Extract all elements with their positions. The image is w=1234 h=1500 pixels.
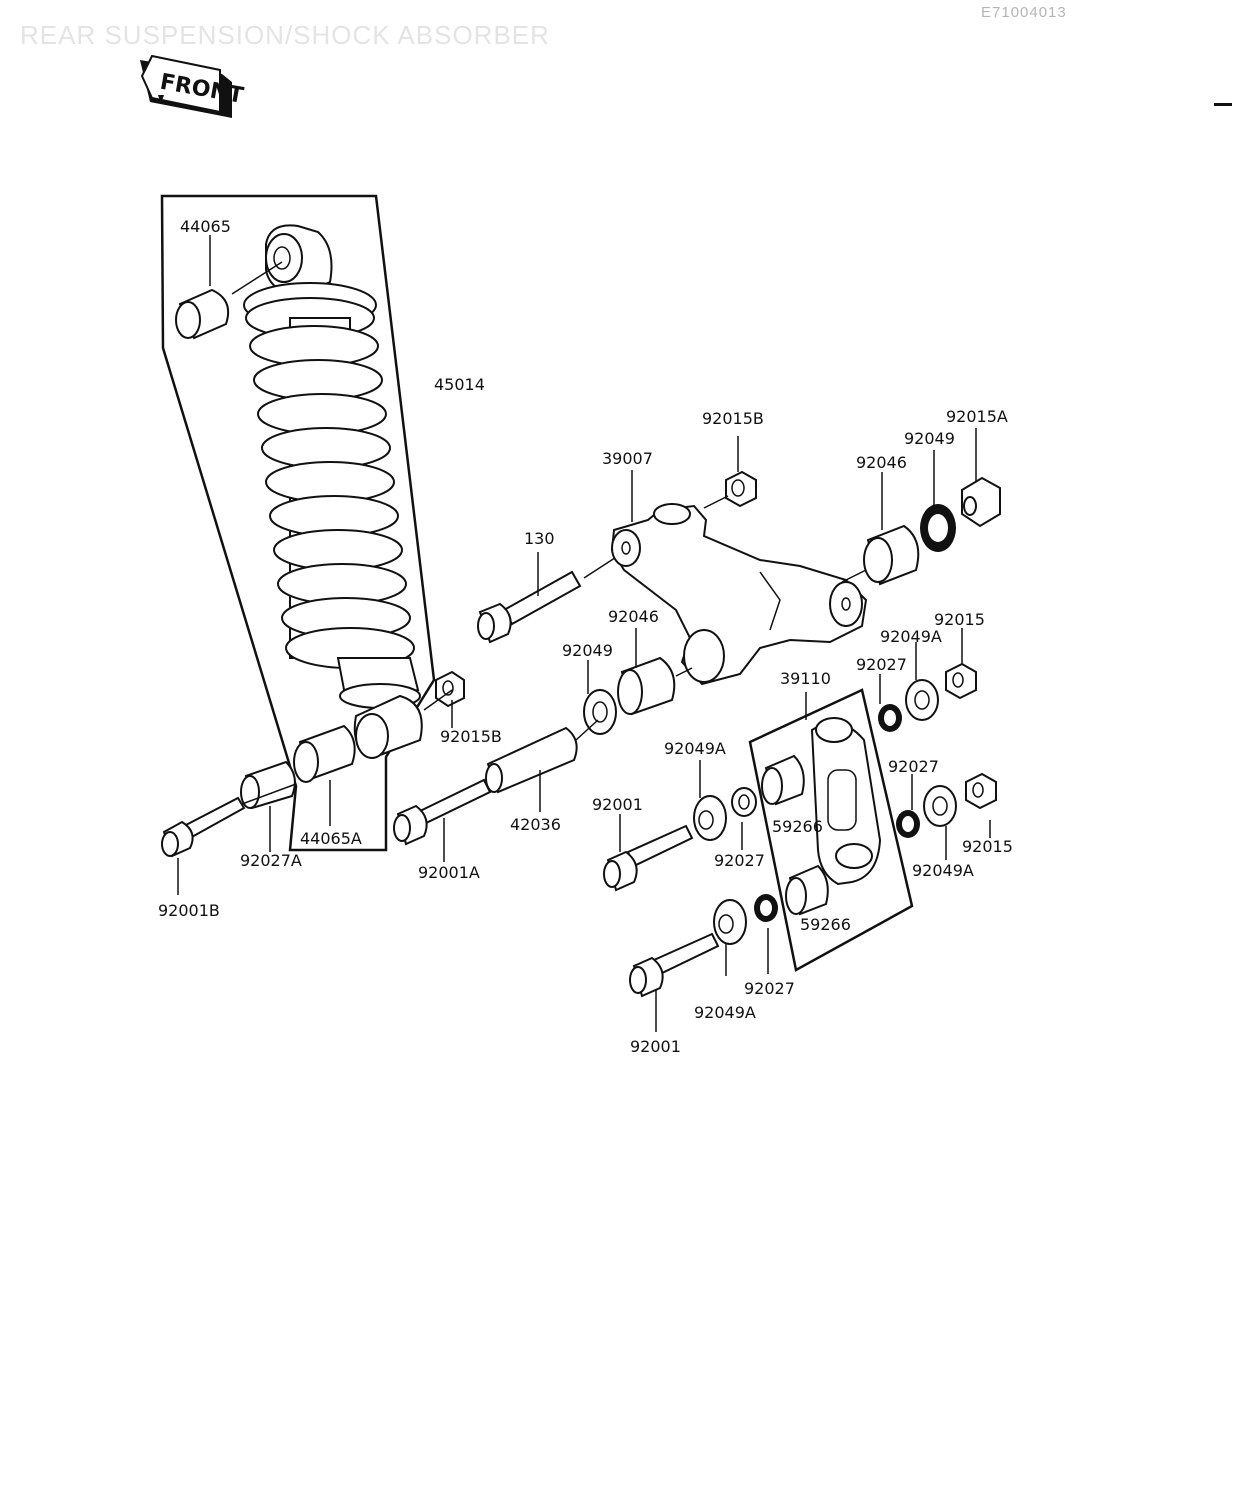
label-92027A: 92027A (240, 851, 302, 870)
seal-92049-mid (583, 660, 617, 735)
label-130: 130 (524, 529, 555, 548)
seal-92049A-r2 (923, 785, 957, 860)
label-92015B-top: 92015B (702, 409, 764, 428)
label-92046-mid: 92046 (608, 607, 659, 626)
spring-coils (249, 325, 415, 669)
label-92027-low: 92027 (744, 979, 795, 998)
collar-92027A (240, 760, 296, 810)
label-92049A-r1: 92049A (880, 627, 942, 646)
label-44065: 44065 (180, 217, 231, 236)
shock-group-outline (160, 194, 436, 852)
front-arrow-icon: FRONT (140, 54, 245, 118)
label-59266-a: 59266 (772, 817, 823, 836)
collar-92027-r2 (896, 774, 920, 838)
label-42036: 42036 (510, 815, 561, 834)
seal-92049-upper (920, 450, 956, 552)
label-92001B: 92001B (158, 901, 220, 920)
collar-92027-low (754, 894, 778, 974)
label-92049A-r2: 92049A (912, 861, 974, 880)
label-92027-r1: 92027 (856, 655, 907, 674)
label-39007: 39007 (602, 449, 653, 468)
label-92015-right: 92015 (934, 610, 985, 629)
seal-92049A-low (713, 899, 747, 976)
bolt-92001-mid (603, 814, 694, 892)
bushing-92046-upper (841, 472, 920, 586)
label-45014: 45014 (434, 375, 485, 394)
collar-42036 (485, 719, 599, 812)
label-92001A: 92001A (418, 863, 480, 882)
label-92049-mid: 92049 (562, 641, 613, 660)
label-92001-mid: 92001 (592, 795, 643, 814)
label-92015A: 92015A (946, 407, 1008, 426)
bushing-44065 (175, 235, 283, 340)
label-92001-low: 92001 (630, 1037, 681, 1056)
shock-absorber (243, 224, 423, 760)
collar-92027-mid (731, 787, 757, 850)
label-39110: 39110 (780, 669, 831, 688)
label-92049A-mid: 92049A (664, 739, 726, 758)
bushing-44065A (293, 724, 356, 783)
bolt-92001A (393, 778, 492, 862)
nut-92015B-top (703, 436, 757, 509)
nut-92015A (961, 428, 1001, 528)
seal-92049A-r1 (905, 642, 939, 721)
label-59266-b: 59266 (800, 915, 851, 934)
label-44065A: 44065A (300, 829, 362, 848)
label-92015-r2: 92015 (962, 837, 1013, 856)
bolt-92001B (161, 796, 246, 895)
nut-92015-r2 (965, 772, 997, 838)
rocker-arm-39007 (610, 470, 868, 686)
diagram-code: E71004013 (981, 4, 1067, 21)
collar-92027-r1 (878, 674, 902, 732)
bushing-92046-mid (617, 628, 693, 716)
label-92015B-low: 92015B (440, 727, 502, 746)
label-92046-top: 92046 (856, 453, 907, 472)
label-92049A-low: 92049A (694, 1003, 756, 1022)
edge-tick (1214, 103, 1232, 106)
label-92027-mid: 92027 (714, 851, 765, 870)
bolt-130 (477, 551, 625, 644)
page-title: REAR SUSPENSION/SHOCK ABSORBER (20, 20, 550, 50)
seal-92049A-mid (693, 760, 727, 841)
nut-92015-r1 (945, 628, 977, 700)
label-92027-r2: 92027 (888, 757, 939, 776)
label-92049-top: 92049 (904, 429, 955, 448)
bolt-92001-low (629, 932, 720, 1032)
nut-92015B-lower (423, 670, 465, 728)
tie-rod-39110 (748, 688, 914, 972)
